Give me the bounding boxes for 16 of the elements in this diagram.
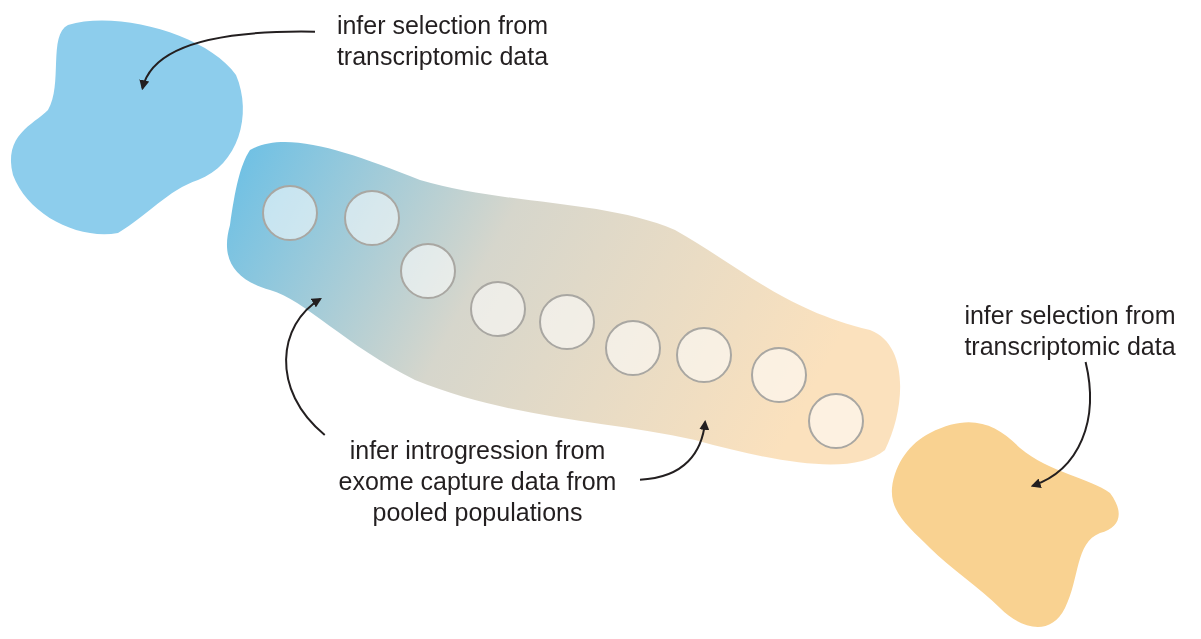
- circle-marker: [605, 320, 661, 376]
- circle-marker: [400, 243, 456, 299]
- curved-arrow: [639, 419, 709, 481]
- curved-arrow: [1030, 361, 1091, 488]
- circle-marker: [470, 281, 526, 337]
- curved-arrow: [140, 30, 316, 91]
- circle-marker: [344, 190, 400, 246]
- annotation-text: infer selection from transcriptomic data: [940, 300, 1200, 362]
- circle-marker: [676, 327, 732, 383]
- circle-marker: [539, 294, 595, 350]
- curved-arrow: [285, 297, 326, 436]
- circle-marker: [262, 185, 318, 241]
- annotation-text: infer selection from transcriptomic data: [315, 10, 570, 72]
- annotation-text: infer introgression from exome capture data from pooled populations: [315, 435, 640, 528]
- circle-marker: [808, 393, 864, 449]
- circle-marker: [751, 347, 807, 403]
